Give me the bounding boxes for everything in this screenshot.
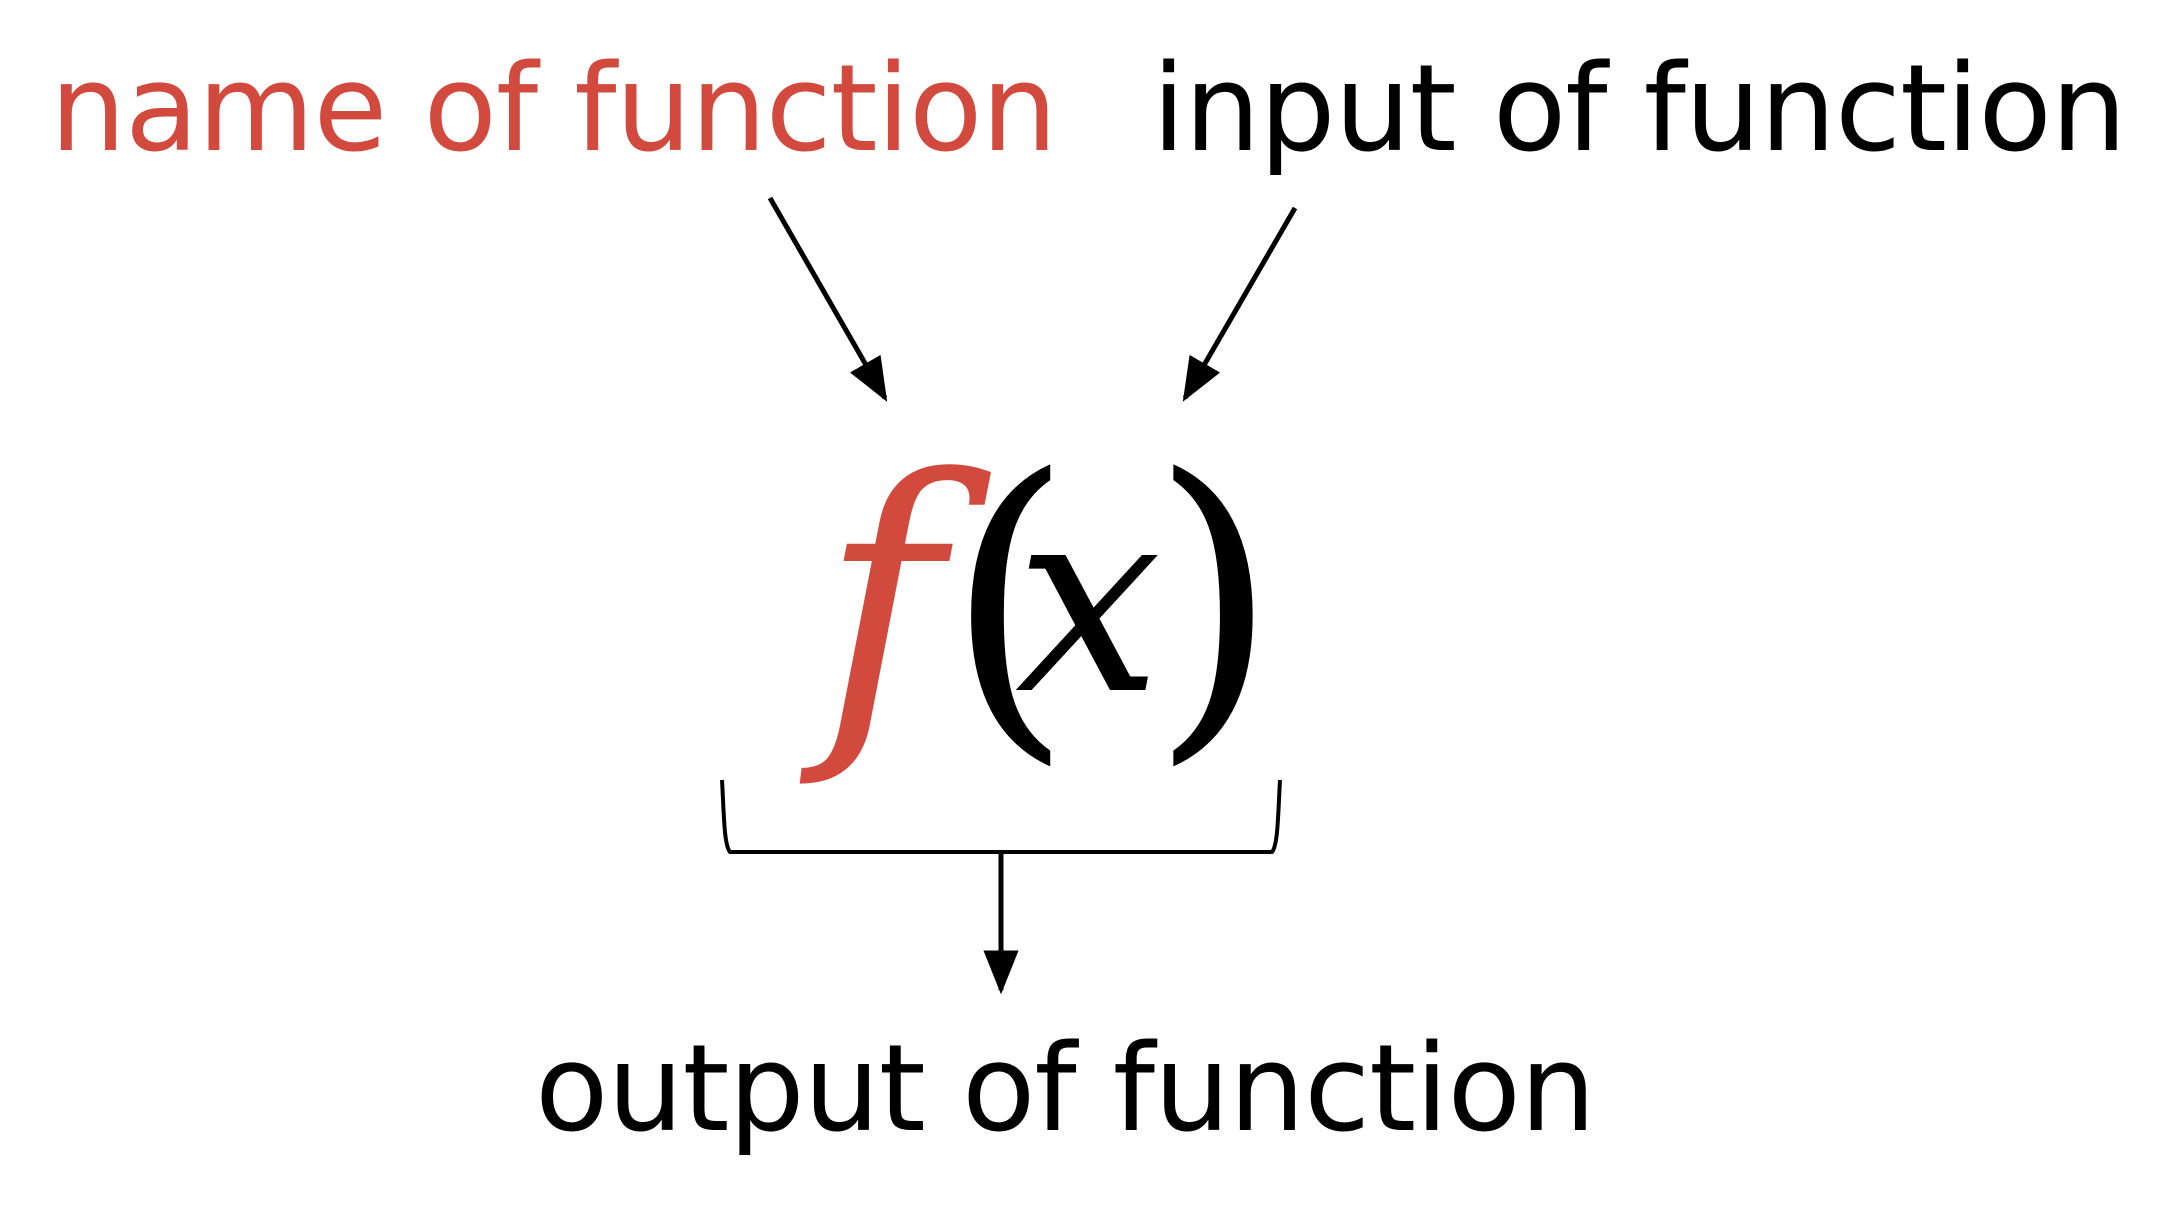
close-parenthesis: ) [1150, 409, 1279, 793]
variable-symbol: x [1015, 450, 1162, 752]
name-of-function-label: name of function [50, 40, 1056, 179]
open-parenthesis: ( [945, 409, 1074, 793]
output-of-function-label: output of function [535, 1020, 1595, 1159]
input-arrow [1182, 206, 1298, 402]
input-of-function-label: input of function [1152, 40, 2126, 179]
name-arrow [767, 196, 888, 402]
